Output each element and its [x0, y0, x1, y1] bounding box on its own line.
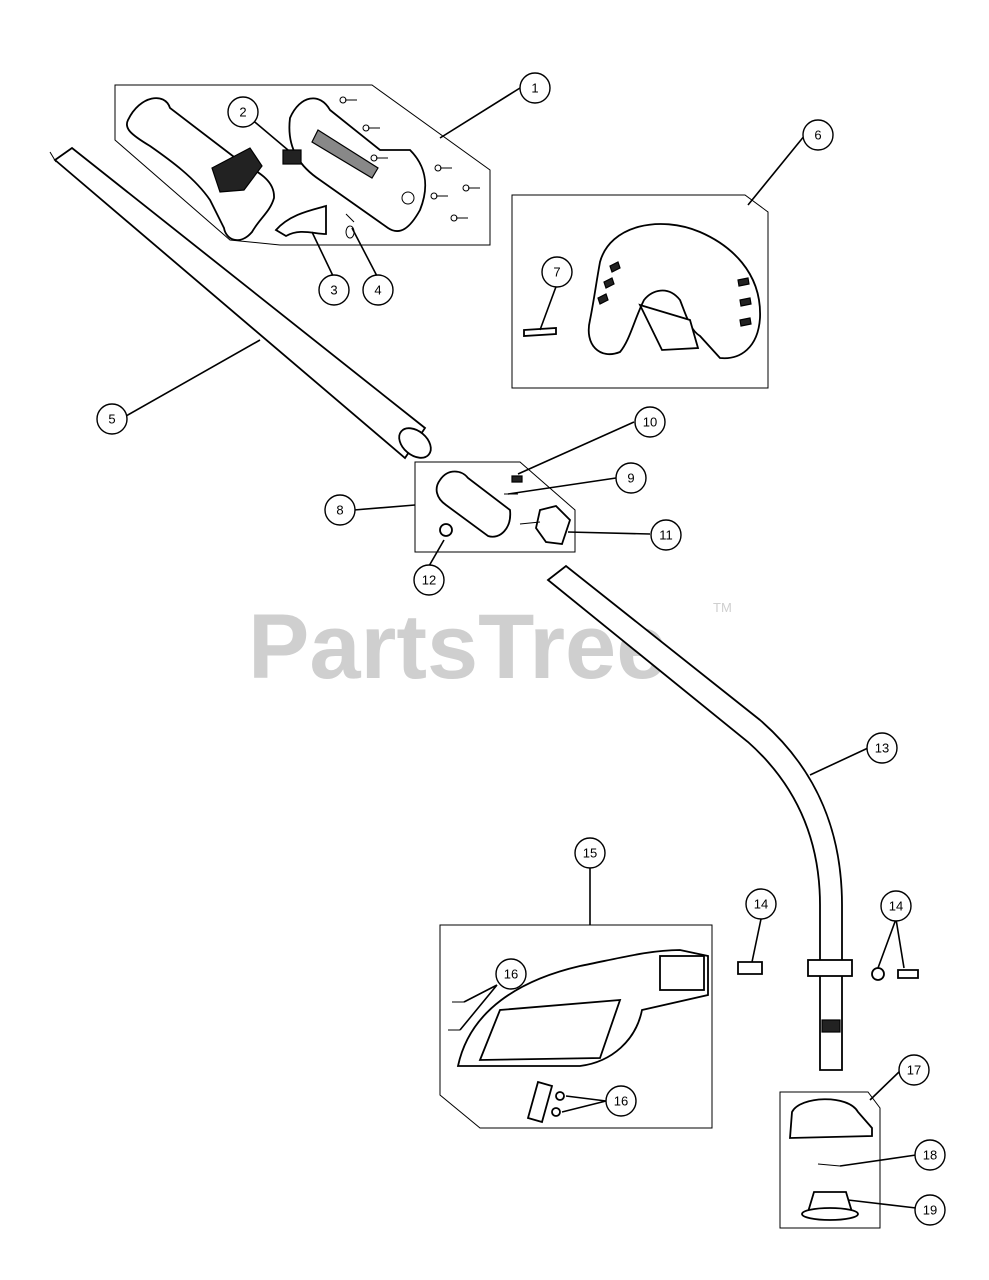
- handle-right-channel: [311, 129, 379, 179]
- svg-text:11: 11: [659, 528, 673, 543]
- coupler-knob: [535, 505, 572, 545]
- callout-3: 3: [318, 274, 350, 306]
- handle-assembly-group: [114, 84, 491, 246]
- assist-handle-loop: [587, 223, 761, 360]
- trimmer-head-group: [779, 1091, 881, 1229]
- assist-handle-bolt: [523, 327, 557, 337]
- coupler-body: [435, 470, 512, 538]
- coupler-group: [414, 461, 576, 553]
- callout-17: 17: [898, 1054, 930, 1086]
- coupler-knob-shaft: [519, 521, 541, 525]
- upper-shaft-tube: [53, 146, 427, 460]
- callout-16-bottom: 16: [605, 1085, 637, 1117]
- callout-19: 19: [914, 1194, 946, 1226]
- guard-nut-1: [555, 1091, 565, 1101]
- svg-text:19: 19: [923, 1203, 937, 1218]
- callout-6: 6: [802, 119, 834, 151]
- svg-text:10: 10: [643, 415, 657, 430]
- switch-part: [282, 149, 302, 165]
- callout-7: 7: [541, 256, 573, 288]
- callout-1: 1: [519, 72, 551, 104]
- callout-5: 5: [96, 403, 128, 435]
- leader-lines: [125, 87, 917, 1209]
- guard-group: [439, 924, 713, 1129]
- svg-text:7: 7: [553, 265, 560, 280]
- handle-assembly-panel: [114, 84, 491, 246]
- spool-spring: [817, 1163, 841, 1167]
- lower-shaft-part: [546, 564, 919, 1071]
- callout-10: 10: [634, 406, 666, 438]
- svg-text:16: 16: [504, 967, 518, 982]
- guard-blade: [526, 1080, 554, 1124]
- handle-left-half: [126, 97, 275, 241]
- shaft-clamp: [807, 959, 853, 977]
- upper-shaft-tip: [49, 151, 57, 163]
- svg-text:14: 14: [889, 899, 903, 914]
- bump-knob-base: [801, 1207, 859, 1221]
- callout-4: 4: [362, 274, 394, 306]
- svg-text:5: 5: [108, 412, 115, 427]
- svg-text:2: 2: [239, 105, 246, 120]
- coupler-pin: [511, 475, 523, 483]
- assist-handle-clamp: [638, 303, 700, 351]
- coupler-nut: [439, 523, 453, 537]
- guard-mount: [659, 955, 705, 991]
- shaft-coupler: [821, 1019, 841, 1033]
- guard-window: [478, 998, 622, 1061]
- callout-2: 2: [227, 96, 259, 128]
- callout-9: 9: [615, 462, 647, 494]
- svg-text:16: 16: [614, 1094, 628, 1109]
- watermark-trademark: TM: [713, 600, 732, 615]
- svg-text:18: 18: [923, 1148, 937, 1163]
- svg-text:1: 1: [531, 81, 538, 96]
- callout-16-top: 16: [495, 958, 527, 990]
- svg-text:13: 13: [875, 741, 889, 756]
- svg-text:9: 9: [627, 471, 634, 486]
- handle-screws: [339, 96, 480, 222]
- svg-text:15: 15: [583, 846, 597, 861]
- lower-shaft-tube: [546, 564, 843, 1071]
- callout-13: 13: [866, 732, 898, 764]
- svg-text:14: 14: [754, 897, 768, 912]
- svg-text:6: 6: [814, 128, 821, 143]
- svg-text:3: 3: [330, 283, 337, 298]
- clamp-washer: [871, 967, 885, 981]
- callout-15: 15: [574, 837, 606, 869]
- assist-handle-ribs: [597, 261, 752, 327]
- svg-text:4: 4: [374, 283, 381, 298]
- callout-11: 11: [650, 519, 682, 551]
- clamp-bolt: [737, 961, 763, 975]
- spool-housing: [789, 1098, 873, 1139]
- upper-shaft-part: [49, 146, 432, 460]
- svg-text:8: 8: [336, 503, 343, 518]
- clamp-screw: [897, 969, 919, 979]
- spring-part: [345, 213, 355, 239]
- svg-text:17: 17: [907, 1063, 921, 1078]
- callout-12: 12: [413, 564, 445, 596]
- callout-14-left: 14: [745, 888, 777, 920]
- upper-shaft-end: [398, 427, 432, 459]
- trigger-part: [274, 204, 327, 238]
- handle-left-insert: [211, 147, 263, 193]
- trimmer-head-panel: [779, 1091, 881, 1229]
- svg-text:12: 12: [422, 573, 436, 588]
- callout-8: 8: [324, 494, 356, 526]
- handle-pivot-hole: [401, 191, 415, 205]
- callout-18: 18: [914, 1139, 946, 1171]
- guard-screws: [448, 1001, 464, 1031]
- assist-handle-group: [511, 194, 769, 389]
- callout-14-right: 14: [880, 890, 912, 922]
- assist-handle-panel: [511, 194, 769, 389]
- guard-panel: [439, 924, 713, 1129]
- guard-nut-2: [551, 1107, 561, 1117]
